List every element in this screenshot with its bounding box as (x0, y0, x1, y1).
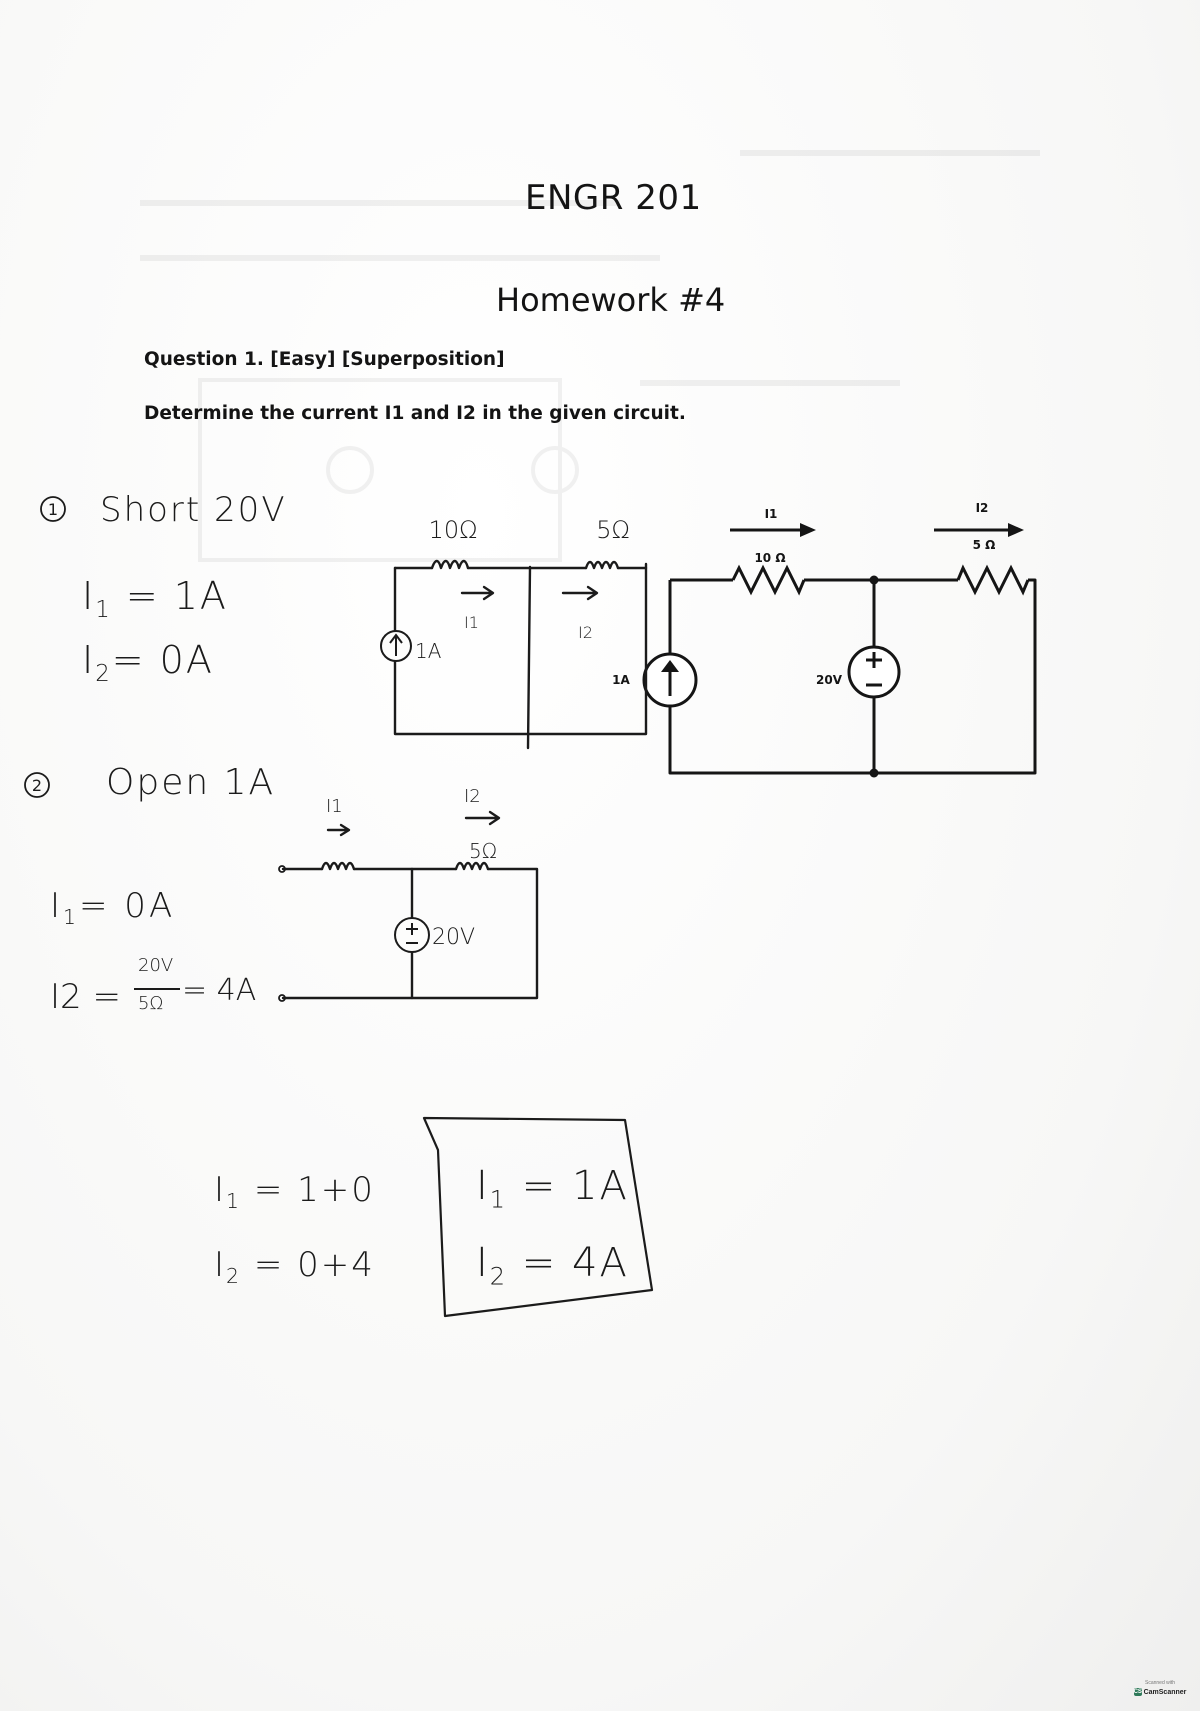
question-prompt: Determine the current I1 and I2 in the g… (144, 403, 686, 424)
sketch1-label-10-ohm: 10Ω (429, 516, 478, 544)
sketch1-label-5-ohm: 5Ω (596, 516, 630, 544)
current-symbol: I (214, 1245, 227, 1285)
step1-i1-line: I1 = 1A (82, 574, 228, 623)
step1-i2-line: I2= 0A (82, 638, 214, 687)
sketch1-label-i1: I1 (464, 613, 479, 632)
sketch1-label-i2: I2 (578, 623, 593, 642)
camscanner-logo-icon: CS (1133, 1688, 1142, 1696)
current-subscript: 1 (226, 1189, 242, 1214)
label-5-ohm: 5 Ω (973, 538, 996, 552)
scanner-badge-caption: Scanned with (1144, 1680, 1176, 1686)
label-i2: I2 (976, 501, 989, 515)
current-subscript: 1 (63, 905, 80, 930)
fraction-bar (134, 988, 180, 990)
current-value: = 1+0 (241, 1170, 375, 1210)
label-10-ohm: 10 Ω (754, 551, 785, 565)
resistor-10-ohm (731, 564, 806, 596)
summary-i2-line: I2 = 0+4 (214, 1245, 375, 1288)
arrow-current-i2 (934, 523, 1024, 537)
sketch2-arrow-i1 (326, 823, 351, 837)
label-i1: I1 (765, 507, 778, 521)
sketch2-label-i1: I1 (326, 796, 343, 817)
step1-title: Short 20V (100, 490, 287, 530)
current-symbol: I (476, 1163, 490, 1209)
sketch2-label-20v: 20V (432, 925, 475, 950)
step1-number: 1 (48, 500, 58, 519)
junction-dot-bottom (869, 768, 879, 778)
current-value: = 0A (79, 886, 176, 926)
sketch2-voltage-source (394, 917, 430, 953)
scanner-badge-brand: CS CamScanner (1132, 1688, 1188, 1696)
step1-number-circle: 1 (40, 496, 66, 522)
sketch2-terminal-bottom (278, 994, 286, 1002)
sketch2-terminal-top (278, 865, 286, 873)
final-i1-line: I1 = 1A (476, 1163, 629, 1213)
current-symbol: I (476, 1240, 490, 1286)
sketch2-arrow-i2 (464, 810, 501, 826)
current-subscript: 2 (95, 660, 112, 687)
current-value: = 1A (507, 1163, 629, 1209)
current-value: = 1A (111, 574, 228, 618)
fraction-result: = 4A (182, 973, 257, 1008)
label-20v-source: 20V (816, 673, 843, 687)
sketch2-resistor-left (320, 861, 356, 871)
current-value: = 4A (507, 1240, 629, 1286)
current-subscript: 2 (489, 1262, 508, 1291)
sketch1-resistor-5 (584, 560, 620, 570)
step2-title: Open 1A (106, 762, 276, 803)
label-1a-source: 1A (612, 673, 630, 687)
fraction-lhs: I2 = (50, 977, 121, 1017)
scanner-badge-name: CamScanner (1143, 1688, 1187, 1696)
voltage-source-20v (847, 645, 901, 699)
sketch1-label-1a: 1A (415, 639, 442, 663)
current-symbol: I (50, 886, 64, 926)
course-title: ENGR 201 (525, 178, 702, 218)
current-value: = 0A (111, 638, 214, 682)
junction-dot-top (869, 575, 879, 585)
current-subscript: 1 (489, 1185, 508, 1214)
fraction-denominator: 5Ω (138, 993, 164, 1014)
current-value: = 0+4 (241, 1245, 375, 1285)
sketch1-wire-mid (526, 565, 532, 750)
summary-i1-line: I1 = 1+0 (214, 1170, 375, 1213)
sketch2-label-5-ohm: 5Ω (469, 839, 497, 863)
homework-title: Homework #4 (496, 281, 726, 319)
current-symbol: I (214, 1170, 227, 1210)
arrow-current-i1 (730, 523, 816, 537)
current-source-1a (642, 652, 698, 708)
scanner-badge: Scanned with CS CamScanner (1132, 1680, 1188, 1702)
step2-number-circle: 2 (24, 772, 50, 798)
current-subscript: 1 (95, 596, 112, 623)
current-symbol: I (82, 574, 96, 618)
sketch1-current-source (380, 630, 412, 662)
sketch1-arrow-i1 (460, 585, 495, 601)
resistor-5-ohm (956, 564, 1030, 596)
step2-number: 2 (32, 776, 42, 795)
sketch1-arrow-i2 (561, 585, 599, 601)
sketch1-resistor-10 (430, 559, 470, 570)
question-heading: Question 1. [Easy] [Superposition] (144, 349, 505, 370)
sketch2-resistor-5 (454, 861, 490, 871)
sketch2-wire-right (281, 867, 539, 1000)
current-symbol: I (82, 638, 96, 682)
sketch2-label-i2: I2 (464, 786, 481, 807)
circuit-wires (668, 578, 1037, 775)
step2-i1-line: I1= 0A (50, 886, 175, 929)
final-i2-line: I2 = 4A (476, 1240, 629, 1290)
current-subscript: 2 (226, 1264, 242, 1289)
fraction-numerator: 20V (138, 955, 174, 976)
